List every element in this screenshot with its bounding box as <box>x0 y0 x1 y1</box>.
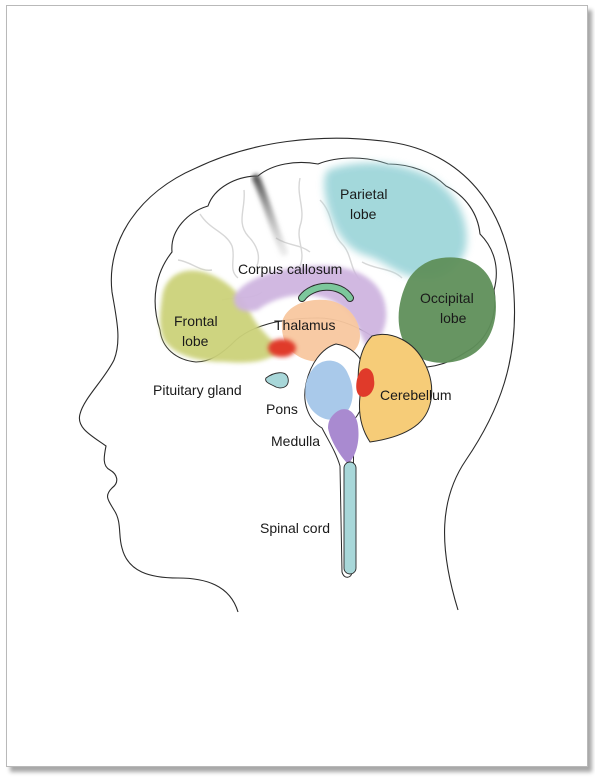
label-medulla: Medulla <box>271 433 320 449</box>
label-occipital-2: lobe <box>440 310 467 326</box>
pituitary-gland <box>266 373 289 388</box>
hypothalamus-red <box>268 339 296 357</box>
label-parietal-1: Parietal <box>340 186 387 202</box>
label-pons: Pons <box>266 401 298 417</box>
label-thalamus: Thalamus <box>274 317 335 333</box>
label-frontal-1: Frontal <box>174 313 218 329</box>
spinal-cord <box>344 462 356 574</box>
label-occipital-1: Occipital <box>420 290 474 306</box>
label-corpus-callosum: Corpus callosum <box>238 261 342 277</box>
label-frontal-2: lobe <box>182 333 209 349</box>
label-cerebellum: Cerebellum <box>380 387 452 403</box>
label-parietal-2: lobe <box>350 206 377 222</box>
label-spinal-cord: Spinal cord <box>260 520 330 536</box>
label-pituitary: Pituitary gland <box>153 382 242 398</box>
